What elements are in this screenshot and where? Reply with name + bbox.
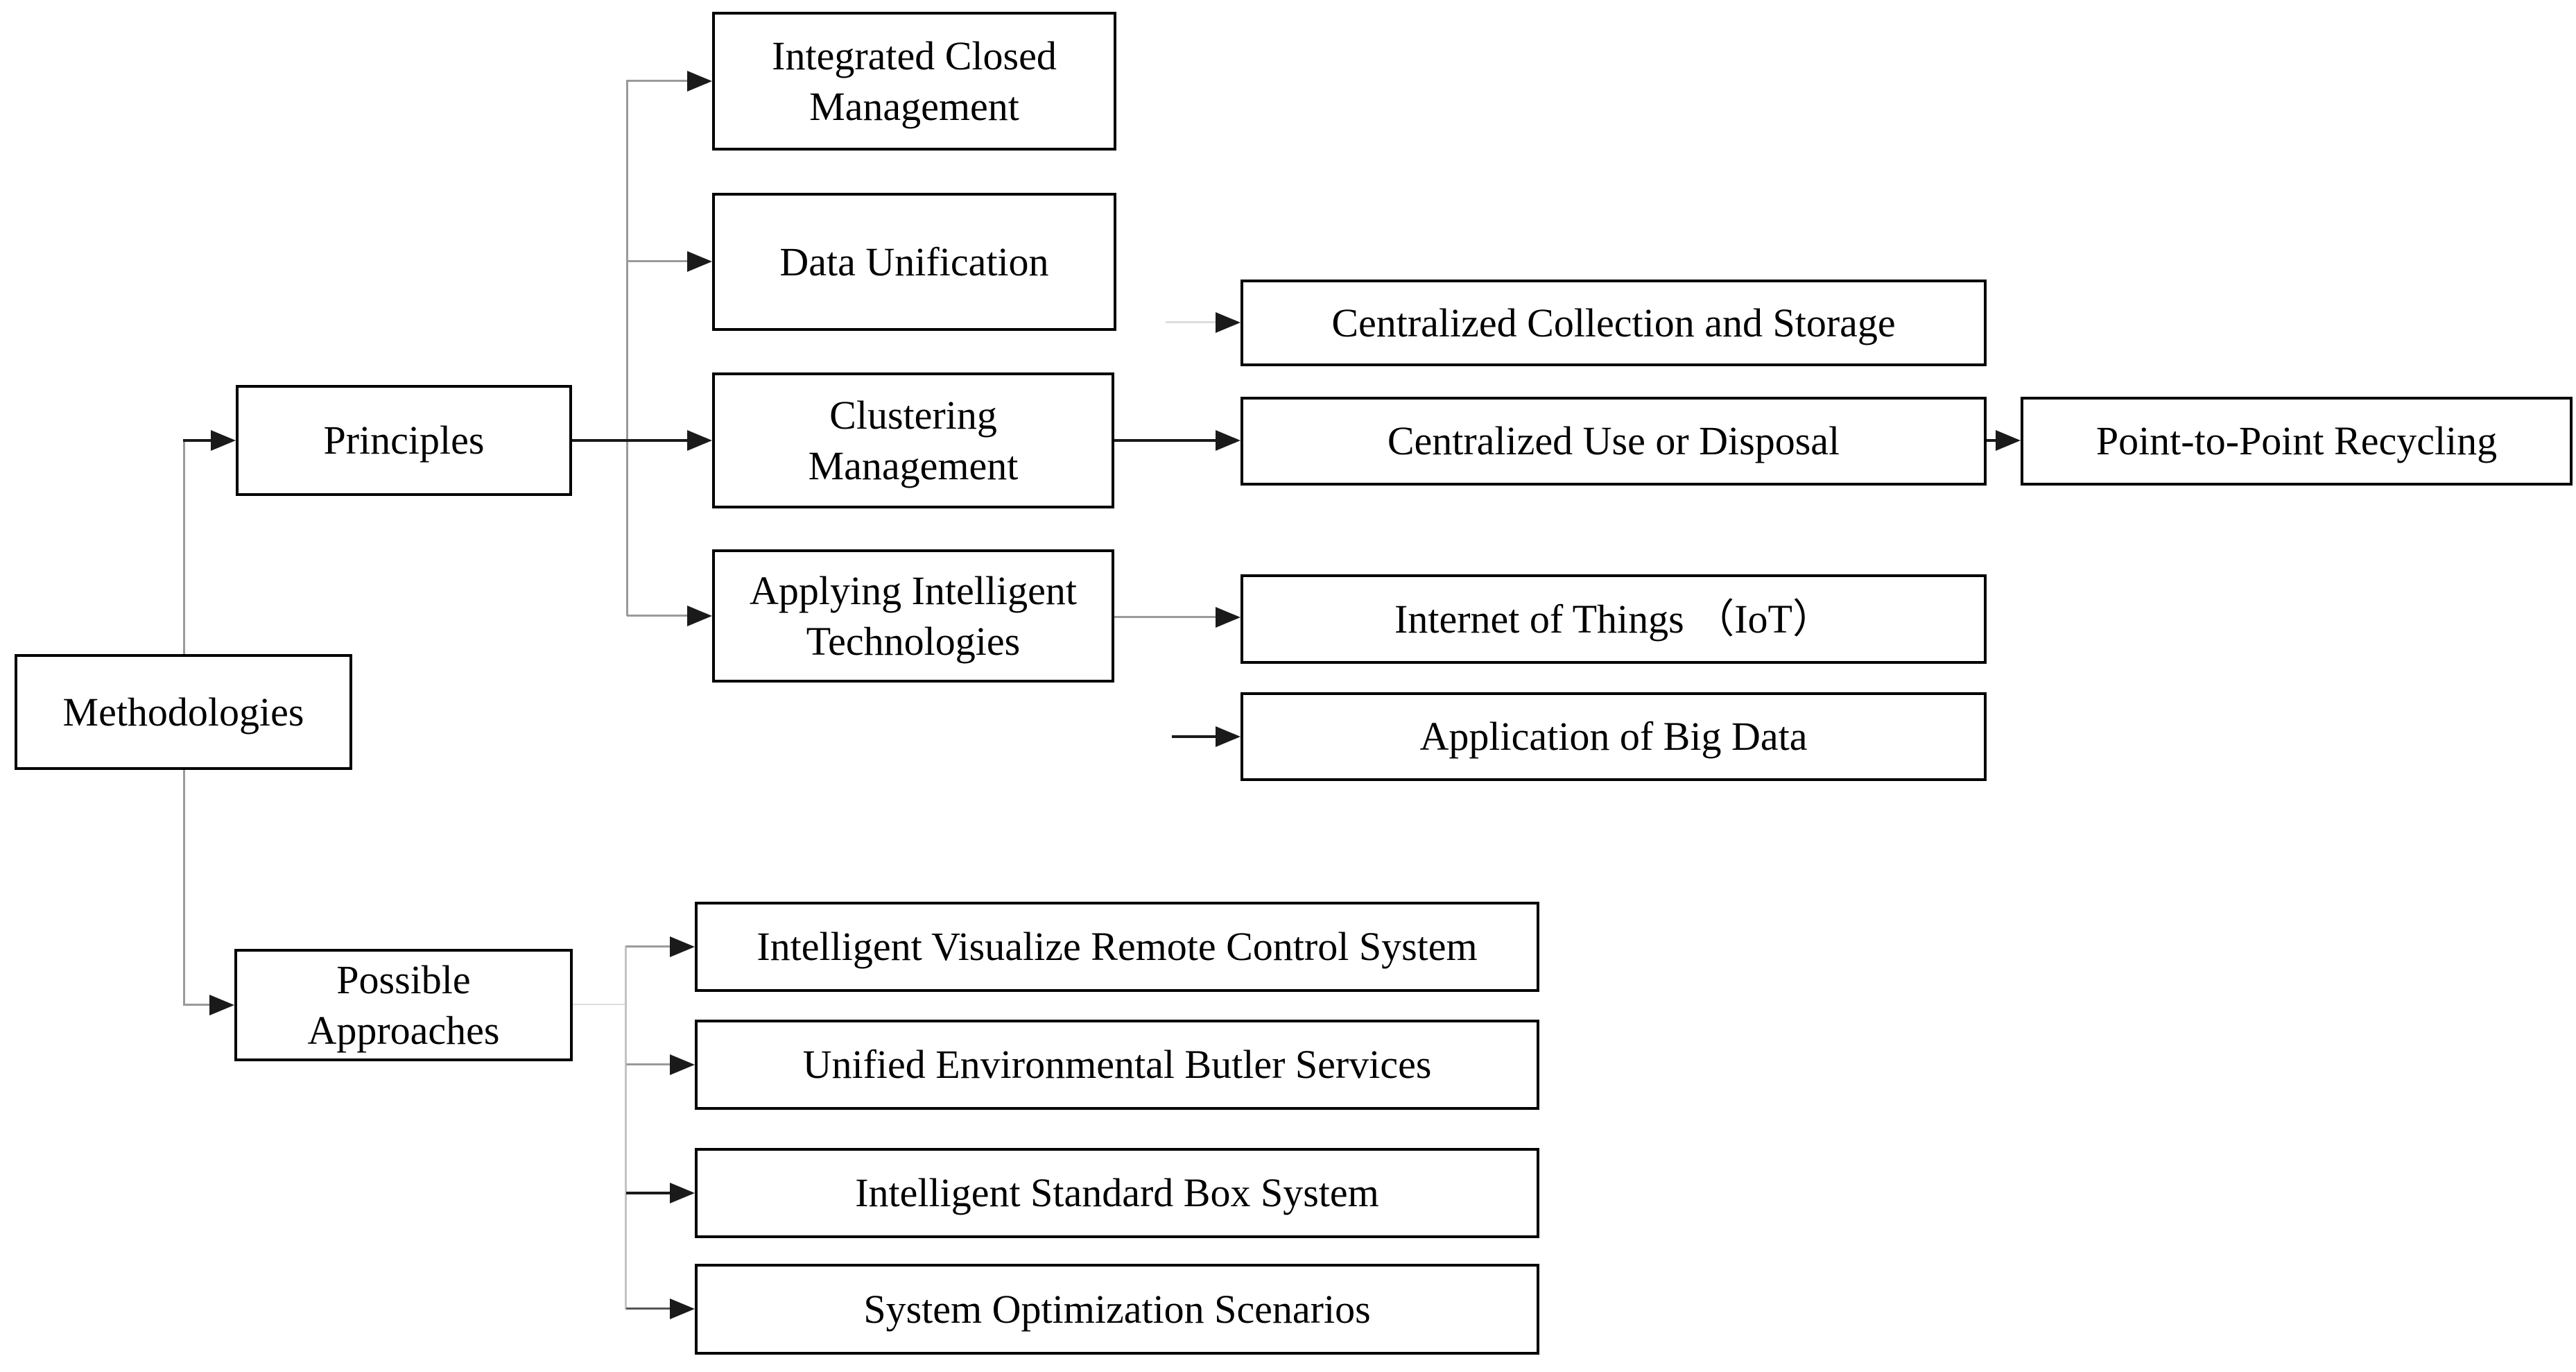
node-system-optimization-scenarios: System Optimization Scenarios: [695, 1264, 1539, 1355]
edge-principles-applying-line: [627, 615, 687, 617]
node-data-unification: Data Unification: [712, 193, 1116, 331]
edge-approaches-standardbox-arrowhead: [670, 1183, 695, 1203]
edge-clustering-disposal-arrowhead: [1216, 430, 1241, 451]
node-point-to-point-recycling-label: Point-to-Point Recycling: [2095, 418, 2498, 464]
edge-clustering-collection-line: [1166, 321, 1216, 323]
edge-disposal-recycling-arrowhead: [1996, 430, 2021, 451]
edge-clustering-disposal-line: [1114, 439, 1216, 442]
node-intelligent-visualize-remote-control-label: Intelligent Visualize Remote Control Sys…: [757, 924, 1478, 970]
node-possible-approaches: Possible Approaches: [234, 949, 573, 1061]
node-principles-label: Principles: [323, 418, 485, 463]
node-unified-environmental-butler-label: Unified Environmental Butler Services: [802, 1042, 1432, 1088]
node-centralized-collection-storage-label: Centralized Collection and Storage: [1331, 300, 1896, 345]
node-unified-environmental-butler: Unified Environmental Butler Services: [695, 1020, 1539, 1110]
node-methodologies-label: Methodologies: [62, 689, 304, 735]
node-centralized-use-disposal: Centralized Use or Disposal: [1241, 397, 1987, 486]
edge-approaches-visualize-arrowhead: [670, 936, 695, 957]
edge-methodologies-approaches-vline: [183, 770, 185, 1004]
node-intelligent-visualize-remote-control: Intelligent Visualize Remote Control Sys…: [695, 902, 1539, 992]
node-internet-of-things: Internet of Things （IoT）: [1241, 574, 1987, 664]
node-intelligent-standard-box: Intelligent Standard Box System: [695, 1148, 1539, 1238]
edge-applying-bigdata-line: [1172, 735, 1216, 738]
edge-disposal-recycling-line: [1987, 439, 1997, 442]
edge-approaches-standardbox-line: [626, 1192, 670, 1194]
edge-principles-clustering-arrowhead: [687, 430, 712, 451]
node-integrated-closed-management-label: Integrated Closed Management: [772, 33, 1057, 129]
edge-methodologies-principles-arrowhead: [211, 430, 236, 451]
edge-principles-applying-arrowhead: [687, 606, 712, 626]
node-methodologies: Methodologies: [15, 654, 352, 770]
node-application-big-data: Application of Big Data: [1241, 692, 1987, 781]
node-clustering-management-label: Clustering Management: [808, 392, 1019, 488]
edge-methodologies-approaches-line: [183, 1004, 211, 1006]
edge-approaches-visualize-line: [626, 945, 670, 947]
node-centralized-collection-storage: Centralized Collection and Storage: [1241, 280, 1987, 366]
edge-approaches-optimization-arrowhead: [670, 1298, 695, 1319]
edge-principles-integrated-line: [627, 80, 687, 82]
edge-clustering-collection-arrowhead: [1216, 312, 1241, 333]
edge-methodologies-principles-vline: [183, 439, 185, 654]
node-integrated-closed-management: Integrated Closed Management: [712, 12, 1116, 151]
node-system-optimization-scenarios-label: System Optimization Scenarios: [863, 1286, 1371, 1332]
node-internet-of-things-label: Internet of Things （IoT）: [1394, 596, 1833, 642]
edge-principles-unification-arrowhead: [687, 251, 712, 272]
edge-applying-iot-arrowhead: [1216, 607, 1241, 628]
node-applying-intelligent-technologies: Applying Intelligent Technologies: [712, 549, 1114, 683]
edge-methodologies-approaches-arrowhead: [209, 995, 234, 1015]
node-point-to-point-recycling: Point-to-Point Recycling: [2021, 397, 2573, 486]
node-data-unification-label: Data Unification: [779, 239, 1049, 284]
edge-approaches-optimization-line: [626, 1307, 670, 1310]
node-principles: Principles: [236, 385, 572, 496]
principles-branch-vline: [626, 80, 628, 616]
approaches-branch-vline: [625, 945, 627, 1310]
edge-methodologies-principles-line: [183, 439, 214, 442]
edge-applying-bigdata-arrowhead: [1216, 726, 1241, 747]
approaches-branch-connector: [573, 1004, 625, 1005]
node-centralized-use-disposal-label: Centralized Use or Disposal: [1387, 418, 1840, 464]
edge-applying-iot-line: [1114, 616, 1216, 618]
node-application-big-data-label: Application of Big Data: [1419, 714, 1808, 760]
node-possible-approaches-label: Possible Approaches: [307, 957, 500, 1053]
edge-approaches-butler-line: [626, 1063, 670, 1065]
edge-principles-integrated-arrowhead: [687, 71, 712, 92]
node-clustering-management: Clustering Management: [712, 372, 1114, 508]
node-applying-intelligent-technologies-label: Applying Intelligent Technologies: [750, 567, 1077, 664]
edge-principles-clustering-line: [572, 439, 687, 442]
edge-approaches-butler-arrowhead: [670, 1054, 695, 1075]
edge-principles-unification-line: [627, 260, 687, 262]
node-intelligent-standard-box-label: Intelligent Standard Box System: [855, 1170, 1379, 1216]
